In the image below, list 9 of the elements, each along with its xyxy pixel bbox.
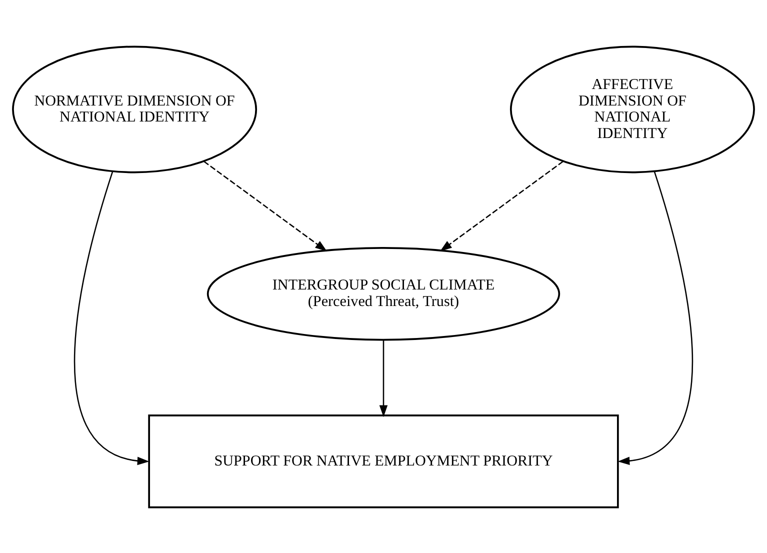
arrow [618,170,693,465]
arrow [204,160,328,251]
node-ellipse: INTERGROUP SOCIAL CLIMATE (Perceived Threat, Trust) [206,246,560,340]
node-ellipse: AFFECTIVE DIMENSION OF NATIONAL IDENTITY [510,45,755,173]
node-box: SUPPORT FOR NATIVE EMPLOYMENT PRIORITY [148,414,619,508]
arrow [440,160,564,251]
node-ellipse: NORMATIVE DIMENSION OF NATIONAL IDENTITY [12,45,258,173]
arrow [74,170,150,465]
arrow [379,340,388,417]
